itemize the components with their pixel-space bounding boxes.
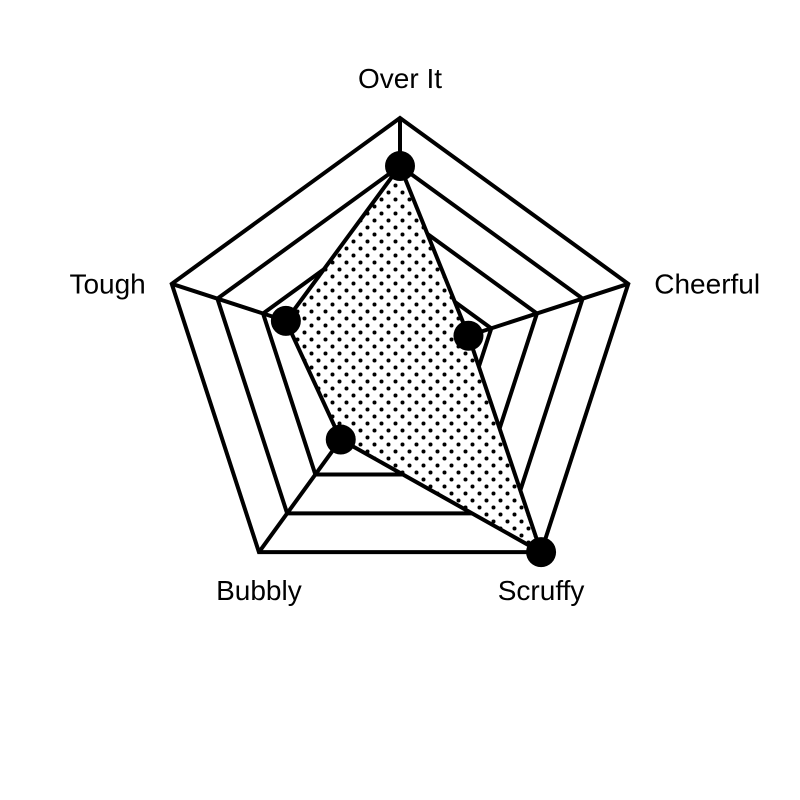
data-area-series-1: [283, 161, 545, 557]
data-point-layer: [270, 151, 557, 568]
data-point-cheerful: [453, 320, 484, 351]
axis-label-scruffy: Scruffy: [498, 575, 585, 606]
axis-label-cheerful: Cheerful: [654, 268, 760, 299]
data-point-bubbly: [325, 424, 356, 455]
axis-label-tough: Tough: [69, 268, 145, 299]
grid-ring-5: [169, 115, 631, 555]
data-point-tough: [270, 305, 301, 336]
data-point-over-it: [385, 151, 415, 181]
axis-label-over-it: Over It: [358, 63, 442, 94]
axis-label-bubbly: Bubbly: [216, 575, 302, 606]
grid-ring-4: [215, 163, 585, 516]
data-area-layer: [283, 161, 545, 557]
data-point-scruffy: [526, 537, 557, 568]
